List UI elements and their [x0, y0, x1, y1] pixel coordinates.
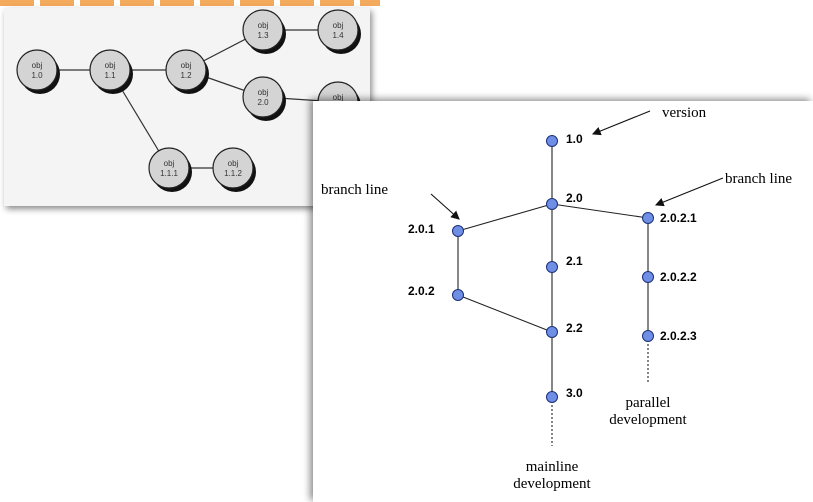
object-node-label: 2.0	[257, 98, 269, 107]
version-edge	[457, 203, 553, 232]
version-annotation: version	[662, 105, 707, 121]
version-edge	[457, 294, 553, 333]
branch-line-right-arrow	[654, 177, 724, 207]
version-label: 1.0	[566, 132, 583, 146]
object-node-label: obj	[333, 93, 344, 102]
object-node-label: 1.1.1	[160, 169, 178, 178]
version-edge	[551, 203, 649, 219]
version-tree-diagram: 1.0 2.0 2.1 2.2 3.0 2.0.1 2.0.2 2.0.2.1 2.0.2.2 2…	[321, 105, 792, 492]
branch-line-annotation-right: branch line	[725, 171, 792, 187]
version-label: 2.0.1	[408, 222, 435, 236]
version-node	[642, 271, 654, 283]
version-node	[546, 326, 558, 338]
version-node	[546, 391, 558, 403]
version-node	[642, 330, 654, 342]
version-tree-panel: 1.0 2.0 2.1 2.2 3.0 2.0.1 2.0.2 2.0.2.1 2.0.2.2 2…	[313, 101, 813, 502]
version-node	[452, 289, 464, 301]
branch-line-left-arrow	[430, 193, 460, 220]
version-pointer-arrow	[591, 110, 651, 136]
version-node	[546, 135, 558, 147]
orange-title-strip	[0, 0, 380, 6]
object-node-label: 1.1.2	[224, 169, 242, 178]
version-label: 2.0	[566, 191, 583, 205]
object-node-label: 1.1	[104, 71, 116, 80]
version-node	[546, 261, 558, 273]
object-node-label: obj	[32, 61, 43, 70]
version-label: 3.0	[566, 386, 583, 400]
object-node-label: 1.3	[257, 31, 269, 40]
object-node-label: 1.0	[31, 71, 43, 80]
version-node	[546, 198, 558, 210]
object-node-label: obj	[181, 61, 192, 70]
version-label: 2.0.2.2	[660, 270, 697, 284]
version-label: 2.0.2.3	[660, 329, 697, 343]
object-node-label: obj	[164, 159, 175, 168]
object-node-label: obj	[258, 21, 269, 30]
mainline-annotation: development	[513, 476, 591, 492]
version-label: 2.2	[566, 321, 583, 335]
mainline-annotation: mainline	[526, 459, 579, 475]
version-node	[452, 225, 464, 237]
object-node-label: obj	[228, 159, 239, 168]
object-node-label: obj	[105, 61, 116, 70]
object-node-label: 1.2	[180, 71, 192, 80]
version-label: 2.0.2	[408, 284, 435, 298]
version-label: 2.0.2.1	[660, 211, 697, 225]
branch-line-annotation-left: branch line	[321, 182, 388, 198]
parallel-annotation: development	[609, 412, 687, 428]
object-node-label: 1.4	[332, 31, 344, 40]
object-node-label: obj	[333, 21, 344, 30]
object-graph-diagram: obj1.0obj1.1obj1.2obj1.3obj1.4obj2.0obj1…	[16, 9, 361, 192]
parallel-annotation: parallel	[626, 395, 671, 411]
object-node-label: obj	[258, 88, 269, 97]
version-node	[642, 212, 654, 224]
version-label: 2.1	[566, 254, 583, 268]
